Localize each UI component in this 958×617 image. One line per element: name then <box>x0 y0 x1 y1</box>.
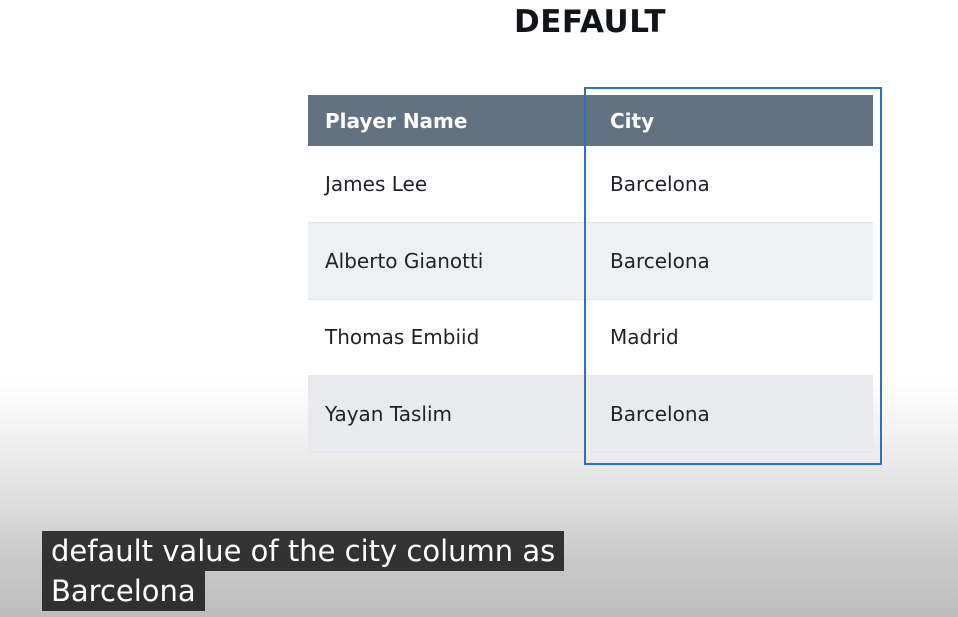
players-table: Player Name City James Lee Barcelona Alb… <box>308 95 873 453</box>
city-cell: Barcelona <box>593 146 873 223</box>
city-cell: Barcelona <box>593 222 873 300</box>
player-name-cell: Thomas Embiid <box>308 299 593 376</box>
table-row: James Lee Barcelona <box>308 146 873 223</box>
city-cell: Madrid <box>593 299 873 376</box>
column-header-player-name: Player Name <box>308 95 593 146</box>
video-caption: default value of the city column as Barc… <box>42 531 565 611</box>
caption-line-1: default value of the city column as <box>42 531 565 571</box>
player-name-cell: James Lee <box>308 146 593 223</box>
table-row: Thomas Embiid Madrid <box>308 299 873 376</box>
table-row: Alberto Gianotti Barcelona <box>308 222 873 300</box>
slide-title: DEFAULT <box>513 4 666 40</box>
city-cell: Barcelona <box>593 375 873 453</box>
column-header-city: City <box>593 95 873 146</box>
table-header-row: Player Name City <box>308 95 873 146</box>
caption-line-2: Barcelona <box>42 571 205 611</box>
player-name-cell: Alberto Gianotti <box>308 222 593 300</box>
player-name-cell: Yayan Taslim <box>308 375 593 453</box>
table-row: Yayan Taslim Barcelona <box>308 375 873 453</box>
